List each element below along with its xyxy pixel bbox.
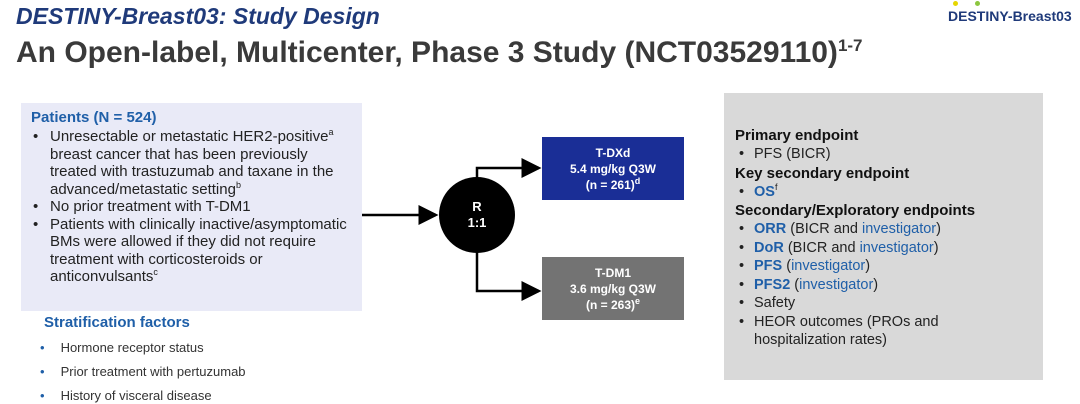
stratification-item: Hormone receptor status	[40, 340, 204, 355]
endpoint-item: HEOR outcomes (PROs and hospitalization …	[735, 313, 994, 350]
primary-endpoint-heading: Primary endpoint	[735, 127, 859, 144]
patient-criterion: Patients with clinically inactive/asympt…	[31, 216, 352, 286]
endpoint-item: Safety	[735, 294, 1043, 313]
endpoint-item: DoR (BICR and investigator)	[735, 239, 1043, 258]
arrow-to-tdxd	[475, 158, 542, 180]
patients-heading: Patients (N = 524)	[31, 109, 157, 126]
key-secondary-heading: Key secondary endpoint	[735, 164, 910, 182]
secondary-heading: Secondary/Exploratory endpoints	[735, 202, 976, 219]
endpoint-item: PFS (investigator)	[735, 257, 1043, 276]
patient-criterion: No prior treatment with T-DM1	[31, 198, 352, 216]
endpoint-item: PFS (BICR)	[735, 145, 1043, 164]
patient-criterion: Unresectable or metastatic HER2-positive…	[31, 128, 352, 198]
patients-box: Patients (N = 524) Unresectable or metas…	[21, 103, 362, 311]
logo-dot-icon	[975, 1, 980, 6]
logo-dot-icon	[953, 1, 958, 6]
arrow-to-tdm1	[475, 250, 542, 301]
endpoint-item: PFS2 (investigator)	[735, 276, 1043, 295]
endpoint-item: OSf	[735, 182, 1043, 202]
stratification-item: Prior treatment with pertuzumab	[40, 364, 246, 379]
subtitle-text: An Open-label, Multicenter, Phase 3 Stud…	[16, 36, 838, 69]
logo-text: DESTINY-Breast03	[948, 8, 1072, 24]
slide-title: DESTINY-Breast03: Study Design	[16, 3, 380, 29]
endpoints-box: Primary endpoint PFS (BICR) Key secondar…	[724, 93, 1043, 380]
stratification-heading: Stratification factors	[44, 314, 190, 331]
logo: DESTINY-Breast03	[948, 8, 1072, 24]
endpoint-item: ORR (BICR and investigator)	[735, 220, 1043, 239]
stratification-item: History of visceral disease	[40, 388, 212, 403]
subtitle-refs: 1-7	[837, 36, 863, 55]
slide-subtitle: An Open-label, Multicenter, Phase 3 Stud…	[16, 36, 863, 70]
